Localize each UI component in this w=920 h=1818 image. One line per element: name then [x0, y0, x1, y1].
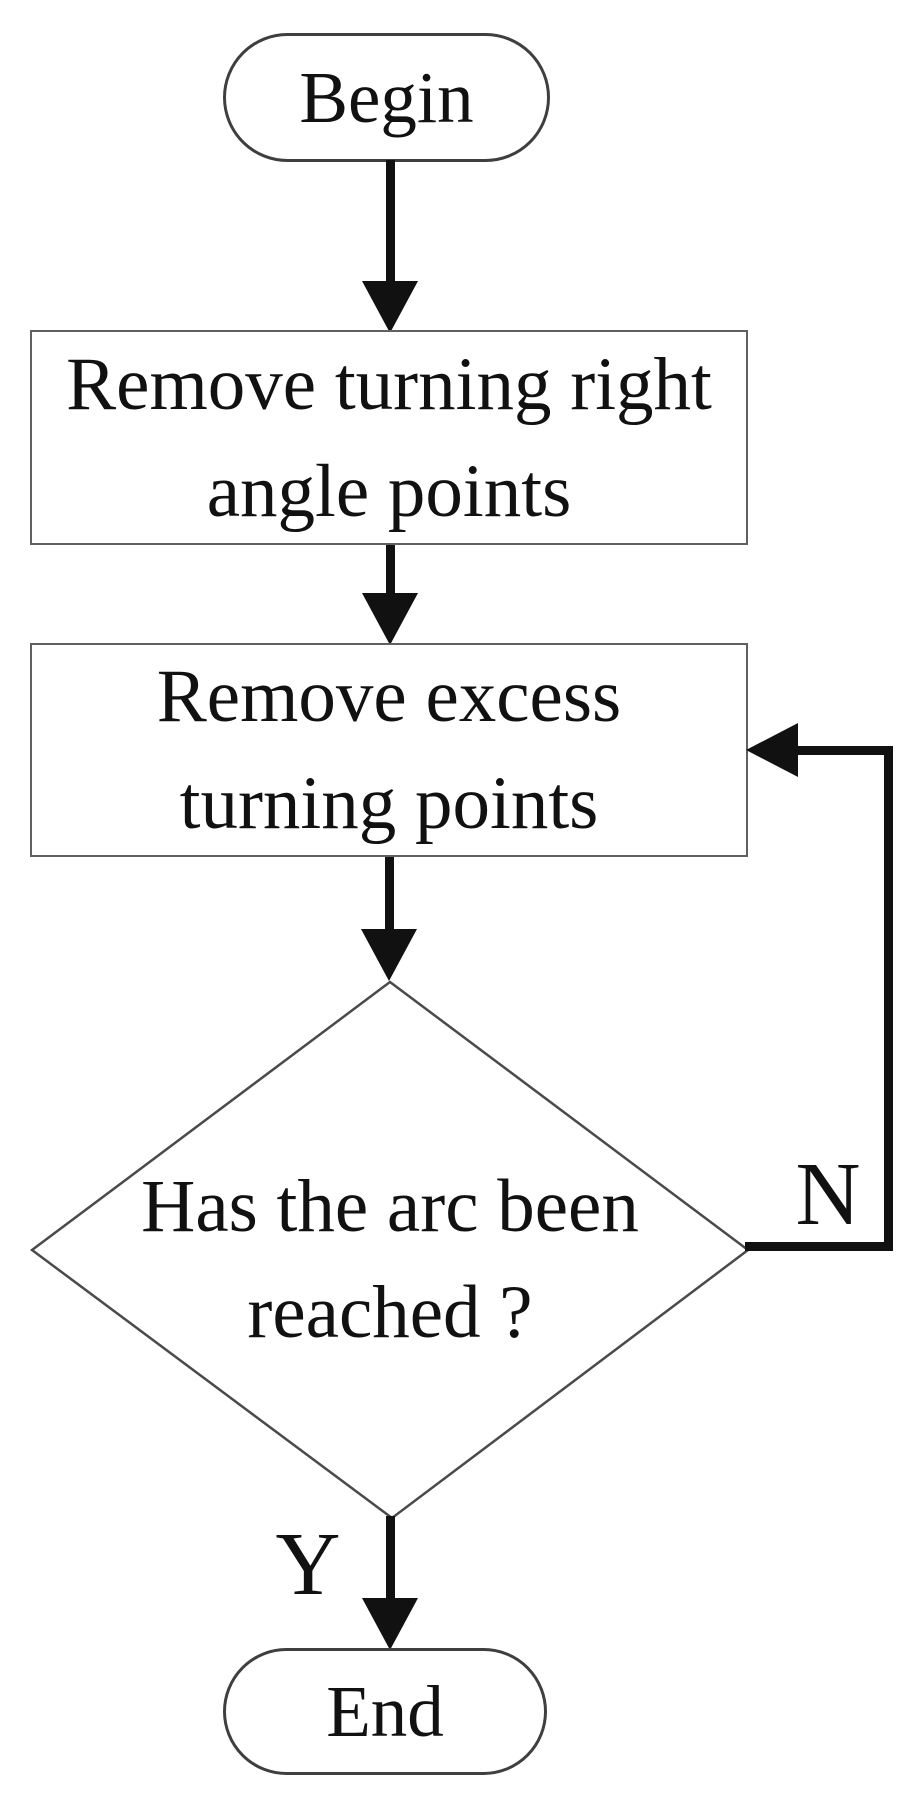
connector-decision-end	[386, 1516, 395, 1604]
decision-label: Has the arc been reached ?	[90, 1150, 690, 1370]
arrowhead-down-icon	[362, 1598, 418, 1650]
decision-line1: Has the arc been	[141, 1165, 639, 1248]
edge-label-no: N	[795, 1145, 861, 1244]
loop-vertical-segment	[884, 746, 893, 1251]
process2-line1: Remove excess	[156, 655, 622, 738]
connector-step1-step2	[386, 545, 395, 598]
process1-line1: Remove turning right	[66, 342, 712, 426]
end-label: End	[326, 1671, 444, 1752]
connector-begin-step1	[386, 160, 395, 287]
loop-top-segment	[795, 746, 893, 755]
process-remove-right-angle-points: Remove turning right angle points	[30, 330, 748, 545]
begin-terminator: Begin	[223, 33, 550, 162]
edge-label-yes: Y	[275, 1515, 341, 1614]
process-remove-excess-turning-points: Remove excess turning points	[30, 643, 748, 857]
arrowhead-left-icon	[746, 723, 798, 777]
process1-line2: angle points	[206, 449, 572, 533]
arrowhead-down-icon	[361, 929, 417, 981]
end-terminator: End	[223, 1648, 547, 1775]
process2-line2: turning points	[179, 762, 599, 845]
arrowhead-down-icon	[362, 281, 418, 333]
loop-bottom-segment	[745, 1242, 893, 1251]
connector-step2-decision	[385, 857, 394, 933]
arrowhead-down-icon	[362, 593, 418, 645]
decision-line2: reached ?	[247, 1271, 533, 1354]
begin-label: Begin	[299, 57, 474, 138]
